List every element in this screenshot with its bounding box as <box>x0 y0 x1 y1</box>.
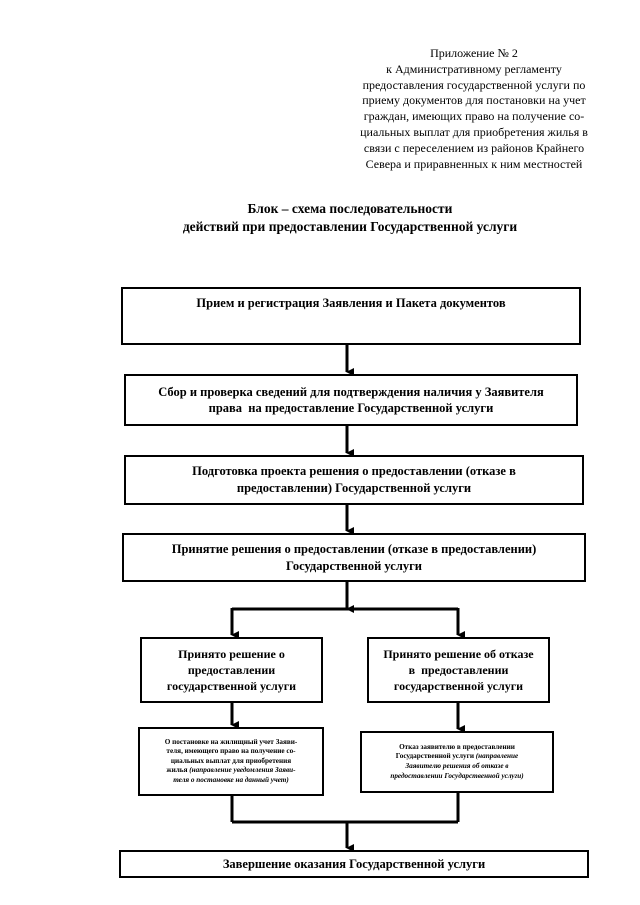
step-approved-line-3: государственной услуги <box>166 679 297 693</box>
step-completion-label: Завершение оказания Государственной услу… <box>222 856 486 871</box>
refused-result-line-2-plain: Государственной услуги <box>395 752 476 761</box>
appendix-line: граждан, имеющих право на получение со- <box>363 109 585 124</box>
step-refused-line-2: в предоставлении <box>408 663 509 677</box>
step-preparation-line-2: предоставлении) Государственной услуги <box>236 481 472 495</box>
approved-result-line-1: О постановке на жилищный учет Заяви- <box>164 737 298 746</box>
diagram-title-line-1: Блок – схема последовательности <box>247 201 453 216</box>
step-refused-line-3: государственной услуги <box>393 679 524 693</box>
step-approved-line-1: Принято решение о <box>178 647 285 661</box>
approved-result-line-4-plain: жилья <box>166 766 190 775</box>
step-verification-line-2: права на предоставление Государственной … <box>208 401 494 415</box>
step-approved-result-box: О постановке на жилищный учет Заяви- тел… <box>138 727 324 796</box>
step-reception-box: Прием и регистрация Заявления и Пакета д… <box>121 287 581 345</box>
approved-result-line-2: теля, имеющего право на получение со- <box>166 747 296 756</box>
appendix-line: приему документов для постановки на учет <box>362 93 586 108</box>
step-decision-box: Принятие решения о предоставлении (отказ… <box>122 533 586 582</box>
refused-result-line-2-italic: (направление <box>475 752 519 761</box>
diagram-title: Блок – схема последовательности действий… <box>60 200 640 236</box>
approved-result-line-5: теля о постановке на данный учет) <box>173 775 289 784</box>
step-preparation-box: Подготовка проекта решения о предоставле… <box>124 455 584 505</box>
refused-result-line-2: Государственной услуги (направление <box>390 752 523 762</box>
step-verification-line-1: Сбор и проверка сведений для подтвержден… <box>158 385 544 399</box>
appendix-header: Приложение № 2 к Административному регла… <box>340 46 608 172</box>
step-refused-box: Принято решение об отказе в предоставлен… <box>367 637 550 703</box>
step-preparation-line-1: Подготовка проекта решения о предоставле… <box>192 464 516 478</box>
appendix-line: Севера и приравненных к ним местностей <box>365 156 583 171</box>
diagram-title-line-2: действий при предоставлении Государствен… <box>182 219 518 234</box>
approved-result-line-4: жилья (направление уведомления Заяви- <box>165 766 298 776</box>
step-refused-result-box: Отказ заявителю в предоставлении Государ… <box>360 731 554 793</box>
step-approved-box: Принято решение о предоставлении государ… <box>140 637 323 703</box>
step-decision-line-2: Государственной услуги <box>285 558 422 573</box>
approved-result-line-4-italic: (направление уведомления Заяви- <box>189 766 296 775</box>
appendix-line: циальных выплат для приобретения жилья в <box>360 124 588 139</box>
step-verification-box: Сбор и проверка сведений для подтвержден… <box>124 374 578 426</box>
appendix-line: связи с переселением из районов Крайнего <box>363 140 585 155</box>
appendix-line: к Административному регламенту <box>386 61 562 76</box>
appendix-line: предоставления государственной услуги по <box>362 77 586 92</box>
approved-result-line-3: циальных выплат для приобретения <box>170 756 292 765</box>
step-reception-label: Прием и регистрация Заявления и Пакета д… <box>196 296 506 310</box>
refused-result-line-1: Отказ заявителю в предоставлении <box>399 742 515 751</box>
appendix-line: Приложение № 2 <box>430 46 518 60</box>
step-decision-line-1: Принятие решения о предоставлении (отказ… <box>171 541 537 556</box>
refused-result-line-4: предоставлении Государственной услуги) <box>390 771 524 780</box>
step-completion-box: Завершение оказания Государственной услу… <box>119 850 589 878</box>
refused-result-line-3: Заявителю решения об отказе в <box>405 762 509 770</box>
step-approved-line-2: предоставлении <box>187 663 276 677</box>
step-refused-line-1: Принято решение об отказе <box>383 647 534 661</box>
